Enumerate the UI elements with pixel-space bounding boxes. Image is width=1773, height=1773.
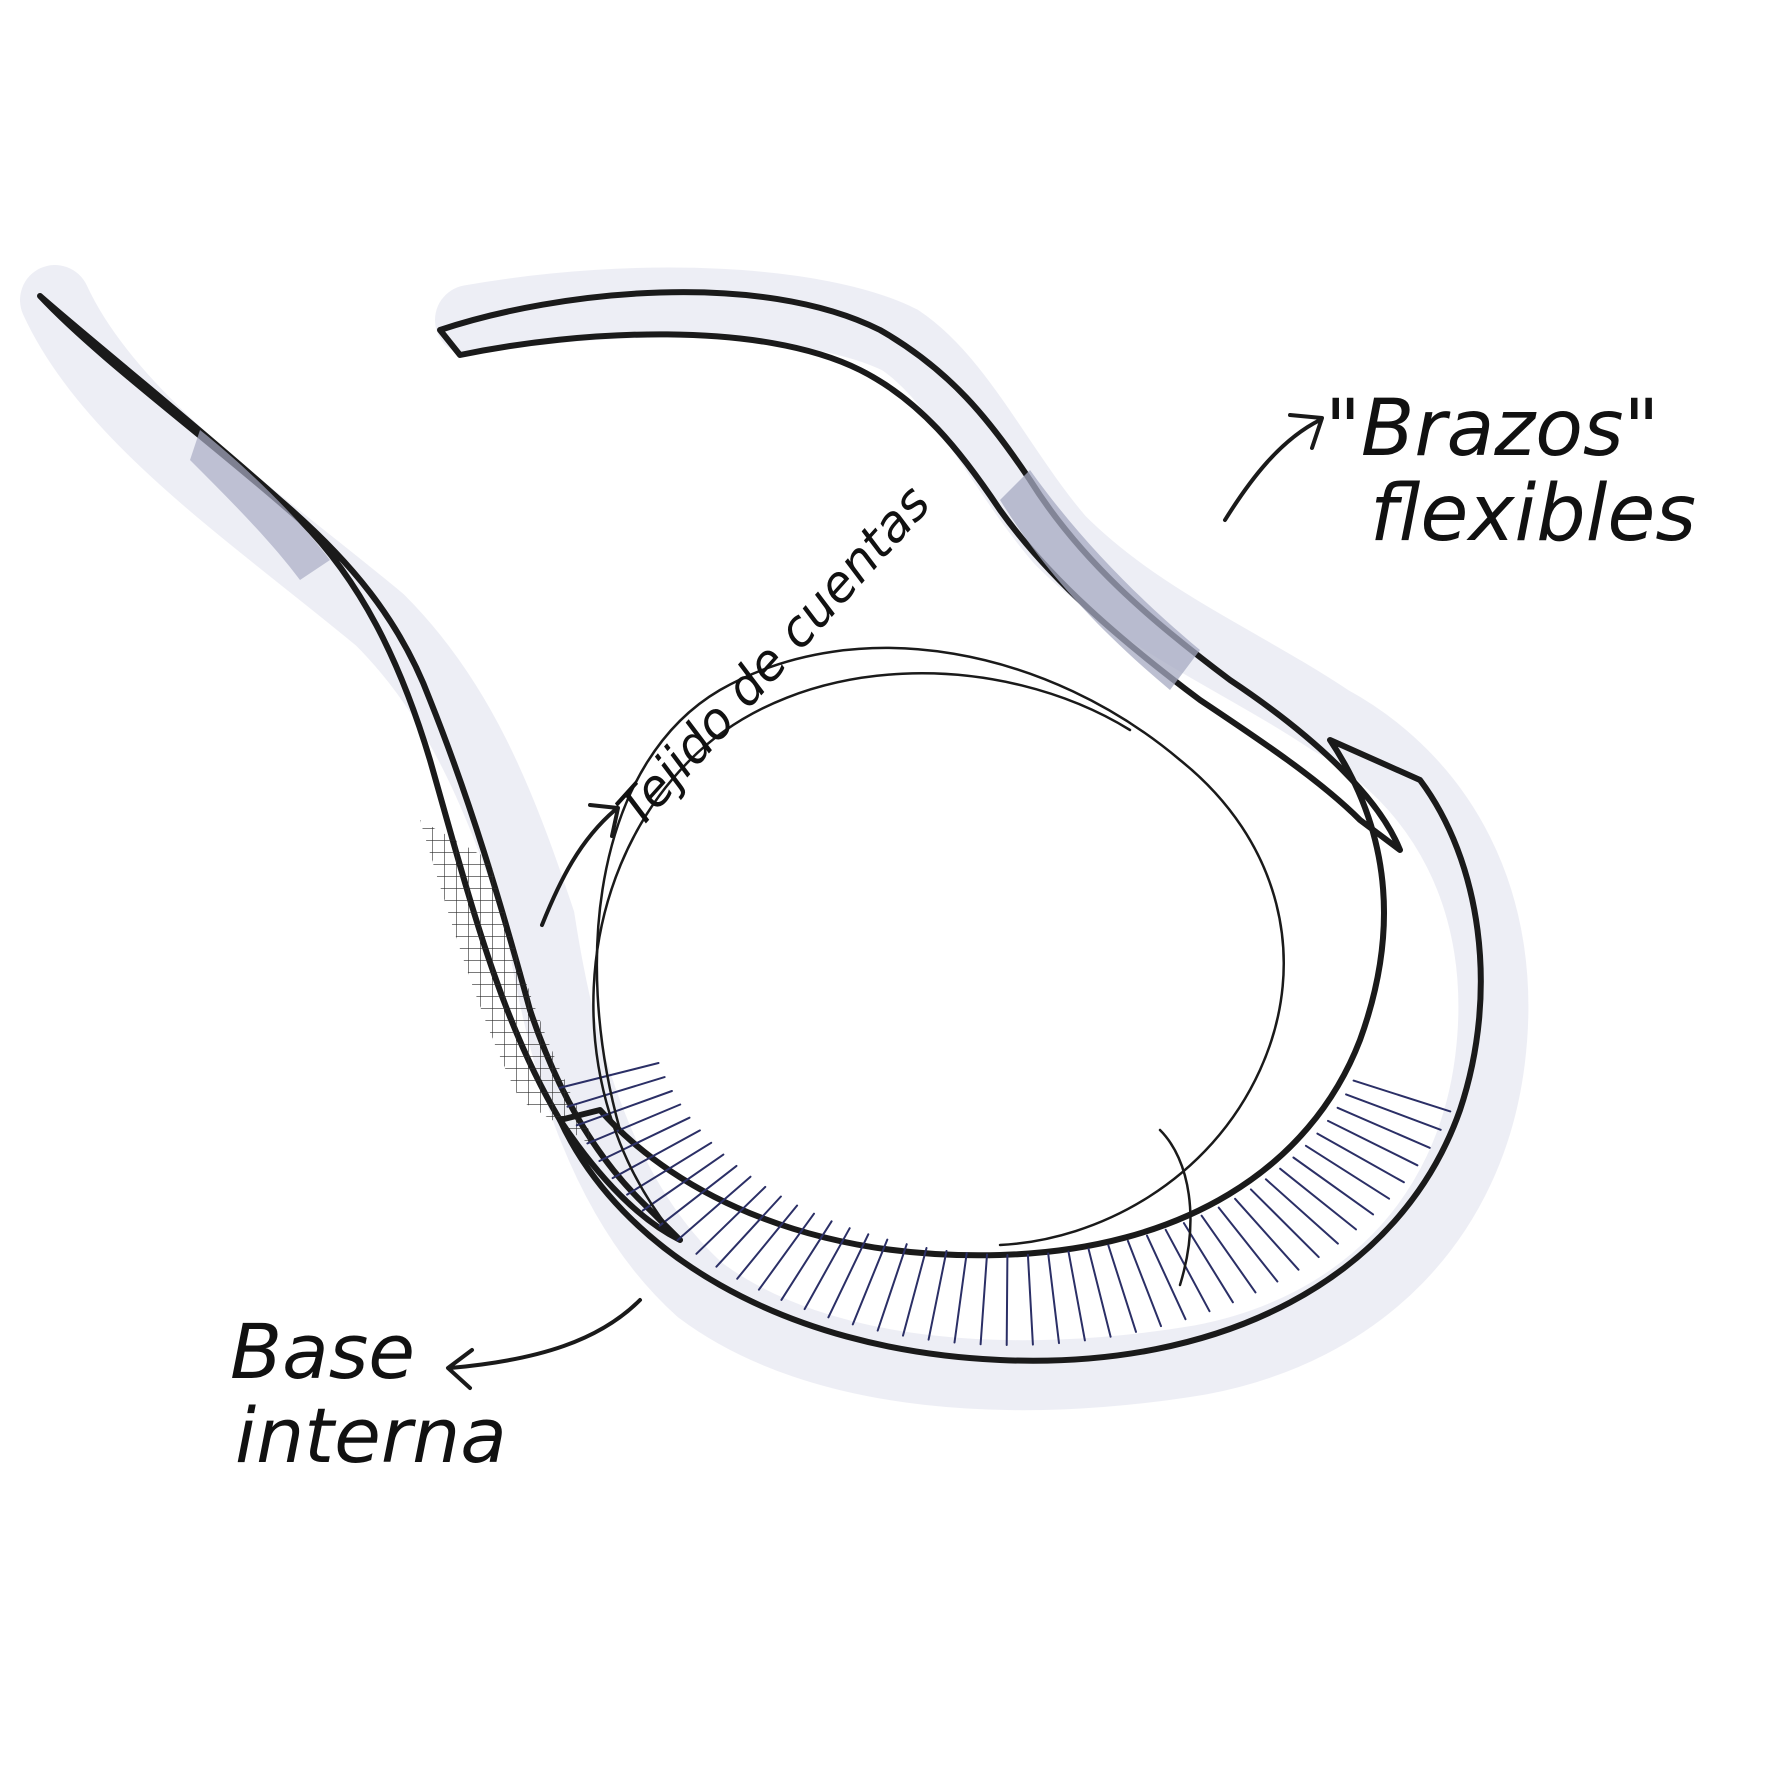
hatch-line (1047, 1252, 1060, 1345)
bead-weave-grid (420, 820, 600, 1150)
label-tejido: Tejido de cuentas (606, 474, 942, 838)
arrow-brazos (1223, 413, 1324, 522)
hatch-line (1304, 1144, 1391, 1200)
label-brazos-line1: "Brazos" (1325, 384, 1659, 474)
hatch-line (586, 1103, 682, 1145)
hatch-line (658, 1164, 738, 1227)
hatch-line (902, 1247, 928, 1337)
right-flexible-arm (437, 289, 1403, 853)
hatch-line (611, 1129, 701, 1180)
hatch-line (757, 1212, 815, 1291)
hatch-line (803, 1227, 851, 1311)
hatch-line (1264, 1178, 1339, 1245)
label-base-line1: Base (230, 1307, 415, 1396)
hatch-line (1217, 1206, 1279, 1283)
hatch-line (676, 1175, 752, 1242)
hatch-line (736, 1204, 799, 1280)
hatch-line (1005, 1254, 1009, 1346)
hatch-line (1316, 1132, 1405, 1184)
inner-base-band (557, 737, 1484, 1364)
hatch-line (1336, 1106, 1431, 1149)
hatch-line (1352, 1079, 1452, 1113)
hatch-line (1026, 1253, 1034, 1346)
hatch-line (1182, 1222, 1234, 1304)
hatch-line (641, 1153, 725, 1212)
hatch-line (1126, 1239, 1162, 1328)
hatch-line (1164, 1228, 1211, 1313)
label-brazos-line2: flexibles (1370, 469, 1696, 559)
hatch-line (927, 1250, 948, 1341)
hatch-line (1234, 1197, 1300, 1271)
hatch-line (1107, 1244, 1137, 1333)
hatch-line (566, 1076, 666, 1108)
hatch-line (1345, 1093, 1442, 1131)
hatch-line (1279, 1167, 1357, 1231)
hatch-line (715, 1195, 782, 1268)
label-base-line2: interna (235, 1391, 507, 1480)
hatch-line (558, 1062, 660, 1089)
hatch-line (953, 1252, 968, 1344)
hatch-line (827, 1233, 870, 1319)
hatch-line (1292, 1156, 1375, 1216)
hatch-line (1200, 1214, 1257, 1294)
ring-outlines (592, 646, 1285, 1287)
hatch-line (598, 1116, 691, 1162)
hatch-line (876, 1243, 908, 1332)
hatch-line (1067, 1250, 1086, 1342)
hatch-line (1249, 1188, 1320, 1259)
arrow-tejido (540, 803, 620, 927)
hatch-line (979, 1253, 988, 1346)
hatch-line (1327, 1119, 1419, 1167)
hatch-line (851, 1238, 889, 1326)
hatch-line (695, 1185, 767, 1255)
hatch-line (1146, 1234, 1187, 1321)
left-flexible-arm (37, 293, 683, 1243)
hatch-line (780, 1220, 833, 1301)
hatch-line (575, 1090, 673, 1127)
arrow-base (446, 1298, 642, 1390)
band-shadow-wash (20, 265, 1529, 1411)
base-hatching (558, 1062, 1452, 1346)
hatch-line (1087, 1247, 1112, 1338)
